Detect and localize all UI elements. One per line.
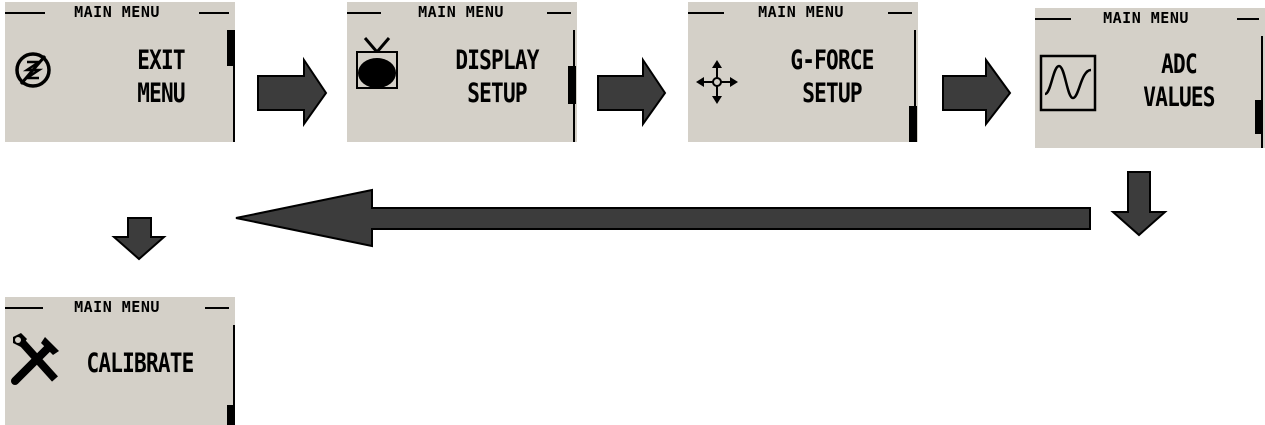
arrow-down-left: [111, 217, 167, 261]
scrollbar: [1261, 36, 1263, 148]
arrow-right-2: [597, 56, 667, 128]
arrow-left-long: [235, 188, 1091, 248]
screen-header: MAIN MENU: [1035, 8, 1265, 30]
menu-label-line2: SETUP: [802, 78, 862, 109]
header-title: MAIN MENU: [413, 3, 509, 21]
menu-label-line1: G-FORCE: [790, 45, 874, 76]
menu-screen-exit: MAIN MENU EXIT MENU: [5, 2, 235, 142]
scrollbar-thumb: [909, 106, 917, 142]
menu-label-line2: SETUP: [467, 78, 527, 109]
scrollbar: [233, 30, 235, 142]
move-arrows-icon: [696, 60, 738, 108]
scrollbar: [914, 30, 916, 142]
menu-label-line1: DISPLAY: [455, 45, 539, 76]
menu-screen-display: MAIN MENU DISPLAY SETUP: [347, 2, 577, 142]
arrow-right-1: [257, 56, 328, 128]
scrollbar-thumb: [568, 66, 576, 104]
sine-wave-icon: [1039, 54, 1097, 116]
menu-label-line2: VALUES: [1143, 82, 1215, 113]
tv-icon: [355, 36, 401, 96]
menu-label-line1: CALIBRATE: [86, 348, 194, 379]
menu-label-line1: EXIT: [137, 45, 185, 76]
scrollbar-thumb: [227, 405, 235, 425]
header-title: MAIN MENU: [1098, 9, 1194, 27]
header-title: MAIN MENU: [69, 3, 165, 21]
arrow-down-right: [1110, 171, 1168, 237]
header-title: MAIN MENU: [69, 298, 165, 316]
exit-icon: [13, 50, 53, 94]
screen-header: MAIN MENU: [5, 297, 235, 319]
screen-header: MAIN MENU: [688, 2, 918, 24]
scrollbar-thumb: [1255, 100, 1263, 134]
header-title: MAIN MENU: [753, 3, 849, 21]
screen-header: MAIN MENU: [347, 2, 577, 24]
scrollbar: [233, 325, 235, 425]
wrench-screwdriver-icon: [11, 333, 63, 389]
scrollbar-thumb: [227, 30, 235, 66]
menu-screen-gforce: MAIN MENU G-FORCE SETUP: [688, 2, 918, 142]
screen-header: MAIN MENU: [5, 2, 235, 24]
menu-label-line1: ADC: [1161, 49, 1197, 80]
menu-screen-calibrate: MAIN MENU CALIBRATE: [5, 297, 235, 425]
menu-screen-adc: MAIN MENU ADC VALUES: [1035, 8, 1265, 148]
menu-label-line2: MENU: [137, 78, 185, 109]
arrow-right-3: [942, 56, 1012, 127]
